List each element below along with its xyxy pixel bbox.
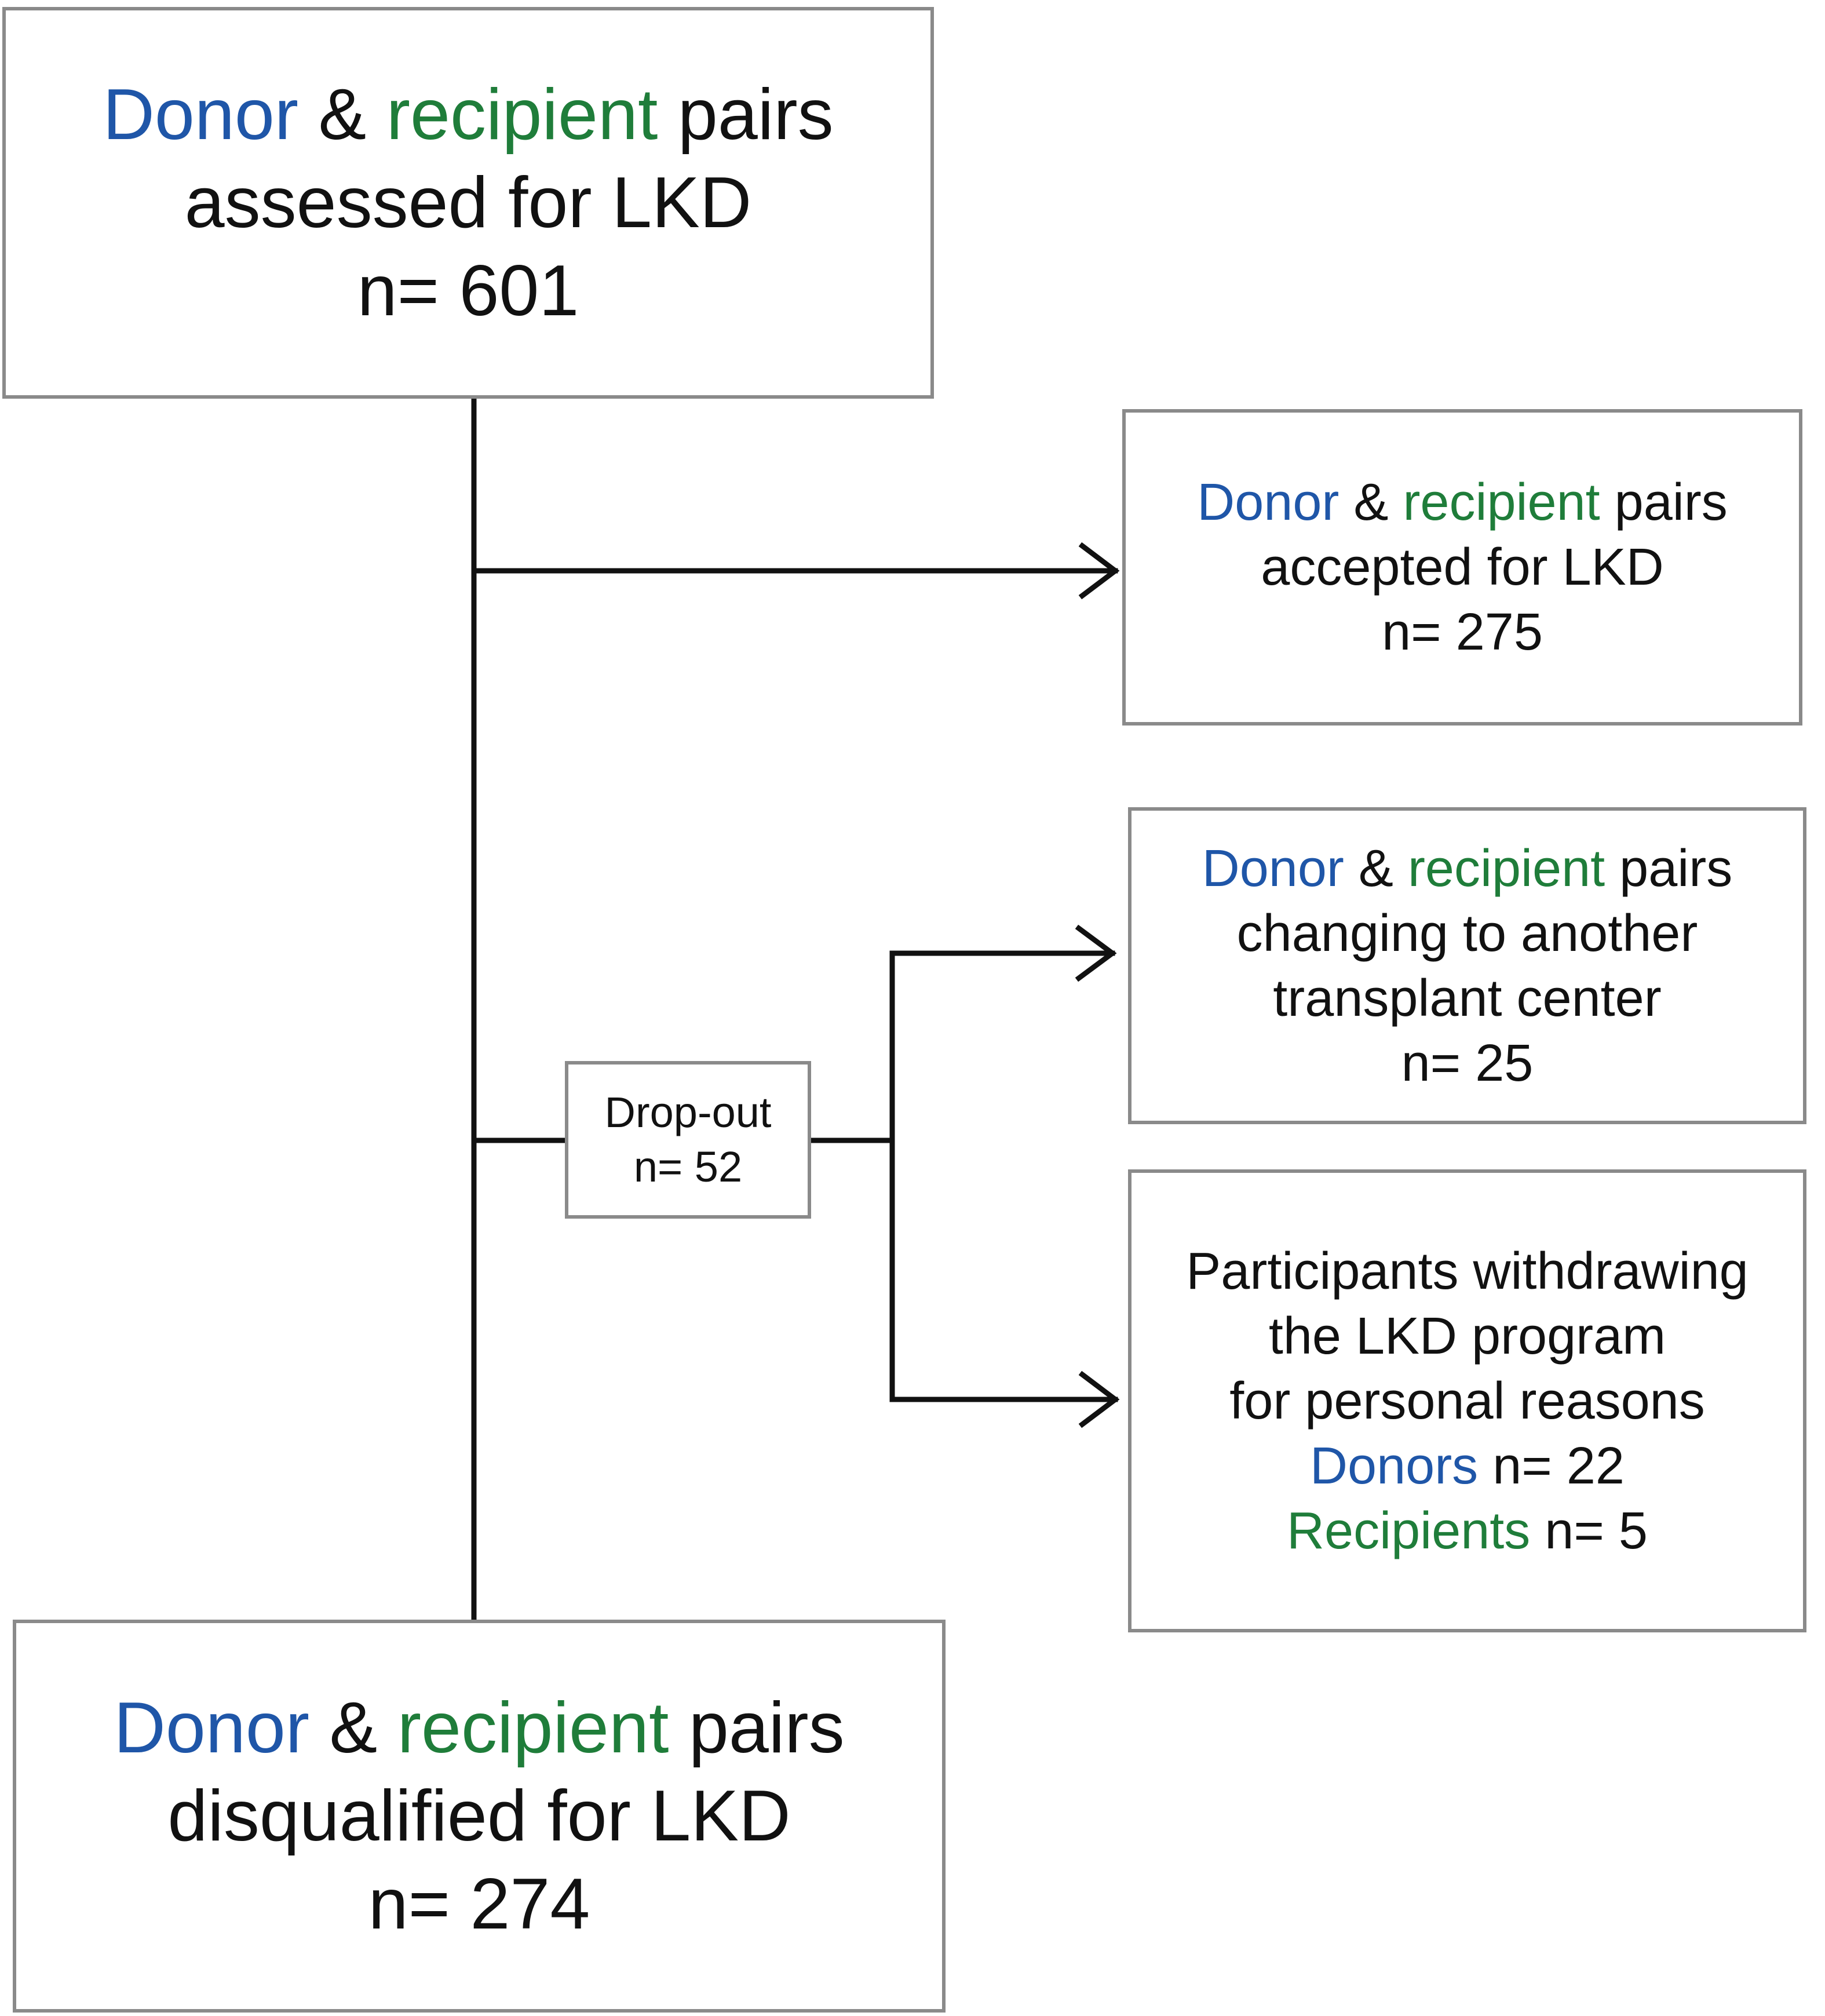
donor-label: Donor xyxy=(103,75,299,155)
withdrawing-arrowhead xyxy=(1078,1370,1120,1428)
recipient-label: recipient xyxy=(1407,839,1605,898)
accepted-title-line: Donor & recipient pairs xyxy=(1197,470,1727,535)
donors-count: n= 22 xyxy=(1492,1437,1625,1495)
changing-arrowhead xyxy=(1075,924,1117,982)
recipient-label: recipient xyxy=(397,1688,669,1768)
pairs-label: pairs xyxy=(688,1688,845,1768)
accepted-box: Donor & recipient pairs accepted for LKD… xyxy=(1122,409,1802,726)
donor-label: Donor xyxy=(1197,473,1339,531)
ampersand: & xyxy=(1358,839,1393,898)
withdrawing-line-1: Participants withdrawing xyxy=(1186,1242,1749,1300)
recipients-count: n= 5 xyxy=(1545,1501,1648,1560)
accepted-count: n= 275 xyxy=(1382,603,1543,661)
donor-label: Donor xyxy=(114,1688,310,1768)
assessed-count: n= 601 xyxy=(357,251,579,331)
pairs-label: pairs xyxy=(1614,473,1728,531)
assessed-title-line: Donor & recipient pairs xyxy=(103,71,833,159)
disqualified-subtitle: disqualified for LKD xyxy=(167,1776,791,1856)
withdrawing-box: Participants withdrawing the LKD program… xyxy=(1128,1169,1806,1632)
withdrawing-donors-line: Donors n= 22 xyxy=(1310,1434,1625,1499)
withdrawing-line-2: the LKD program xyxy=(1268,1307,1666,1365)
changing-line-2: changing to another xyxy=(1236,904,1698,963)
dropout-box: Drop-out n= 52 xyxy=(565,1061,811,1219)
pairs-label: pairs xyxy=(1619,839,1733,898)
recipients-label: Recipients xyxy=(1287,1501,1531,1560)
assessed-subtitle: assessed for LKD xyxy=(184,163,752,243)
withdrawing-line-3: for personal reasons xyxy=(1229,1372,1705,1430)
donors-label: Donors xyxy=(1310,1437,1479,1495)
disqualified-box: Donor & recipient pairs disqualified for… xyxy=(13,1620,946,2013)
changing-count: n= 25 xyxy=(1401,1034,1534,1092)
changing-title-line: Donor & recipient pairs xyxy=(1202,836,1732,901)
changing-center-box: Donor & recipient pairs changing to anot… xyxy=(1128,807,1806,1124)
accepted-subtitle: accepted for LKD xyxy=(1261,538,1664,596)
changing-line-3: transplant center xyxy=(1273,969,1662,1027)
donor-label: Donor xyxy=(1202,839,1344,898)
recipient-label: recipient xyxy=(386,75,658,155)
ampersand: & xyxy=(329,1688,378,1768)
ampersand: & xyxy=(318,75,367,155)
withdrawing-recipients-line: Recipients n= 5 xyxy=(1287,1499,1648,1563)
assessed-box: Donor & recipient pairs assessed for LKD… xyxy=(2,7,934,399)
pairs-label: pairs xyxy=(677,75,834,155)
disqualified-title-line: Donor & recipient pairs xyxy=(114,1684,844,1772)
accepted-arrowhead xyxy=(1078,542,1120,600)
ampersand: & xyxy=(1353,473,1389,531)
recipient-label: recipient xyxy=(1403,473,1600,531)
disqualified-count: n= 274 xyxy=(368,1864,590,1944)
dropout-count: n= 52 xyxy=(633,1143,743,1191)
dropout-label: Drop-out xyxy=(604,1088,772,1136)
